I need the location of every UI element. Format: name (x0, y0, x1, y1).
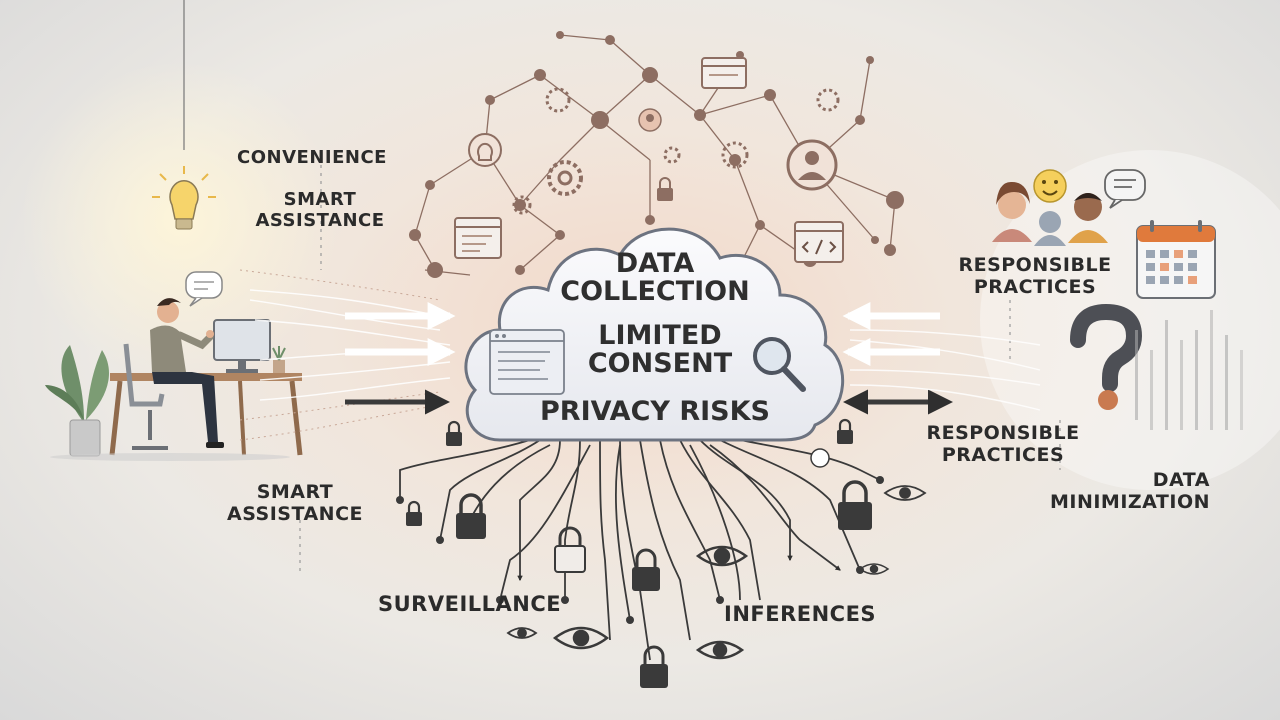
gear-icon (547, 160, 583, 196)
lock-icon (456, 493, 486, 539)
cloud-limited-consent: LIMITED CONSENT (587, 320, 733, 380)
speech-bubble-icon (185, 271, 223, 307)
circuit-lines (399, 439, 881, 661)
person-at-desk-icon (45, 271, 303, 461)
lock-icon (837, 418, 853, 444)
question-mark-icon (1070, 303, 1143, 410)
gear-icon (816, 88, 840, 112)
eye-icon (552, 626, 610, 650)
eye-icon (506, 627, 538, 639)
people-group-icon (992, 181, 1108, 246)
gear-icon (512, 195, 532, 215)
lock-icon (554, 526, 586, 573)
gear-icon (721, 141, 749, 169)
lightbulb-icon (152, 0, 216, 230)
cloud-data-collection: DATA COLLECTION (560, 248, 750, 308)
lock-icon (640, 645, 668, 688)
gear-icon (545, 87, 571, 113)
arrows-right (842, 302, 953, 415)
lock-icon (446, 420, 462, 446)
label-inferences: INFERENCES (724, 602, 877, 626)
lightbulb-icon (468, 133, 502, 167)
magnifier-icon (753, 337, 806, 392)
circuit-node (810, 448, 830, 468)
pin-icon (638, 108, 662, 132)
label-smart-assistance-top: SMART ASSISTANCE (255, 189, 385, 231)
label-responsible-practices-mid: RESPONSIBLE PRACTICES (926, 422, 1080, 466)
gear-icon (663, 146, 681, 164)
eye-icon (695, 640, 745, 660)
dotted-flow-left (239, 269, 441, 441)
arrows-left (345, 302, 456, 415)
browser-window-icon (454, 217, 502, 259)
lock-icon (838, 480, 872, 530)
eye-icon (695, 545, 749, 567)
label-convenience: CONVENIENCE (237, 147, 387, 168)
label-surveillance: SURVEILLANCE (378, 592, 562, 616)
flow-lines-right (849, 329, 1041, 411)
lock-icons (406, 418, 872, 688)
user-profile-icon (786, 139, 838, 191)
plant-icon (45, 345, 109, 457)
network-graph (409, 31, 904, 278)
cloud-privacy-risks: PRIVACY RISKS (539, 396, 770, 427)
eye-icons (506, 485, 927, 660)
browser-window-icon (489, 329, 565, 395)
code-window-icon (794, 221, 844, 263)
label-responsible-practices-top: RESPONSIBLE PRACTICES (958, 254, 1112, 298)
lock-icon (632, 548, 660, 591)
lock-icon (657, 177, 673, 201)
data-grid-pattern (1135, 310, 1243, 430)
data-cloud (464, 227, 845, 442)
speech-bubble-icon (1104, 169, 1146, 209)
label-data-minimization: DATA MINIMIZATION (1049, 469, 1210, 513)
browser-window-icon (701, 57, 747, 89)
calendar-icon (1136, 220, 1216, 299)
lock-icon (406, 500, 422, 526)
label-smart-assistance-bottom: SMART ASSISTANCE (227, 481, 363, 525)
dashed-guides (299, 165, 1061, 575)
eye-icon (858, 563, 890, 575)
eye-icon (883, 485, 927, 501)
smiley-icon (1033, 169, 1067, 203)
